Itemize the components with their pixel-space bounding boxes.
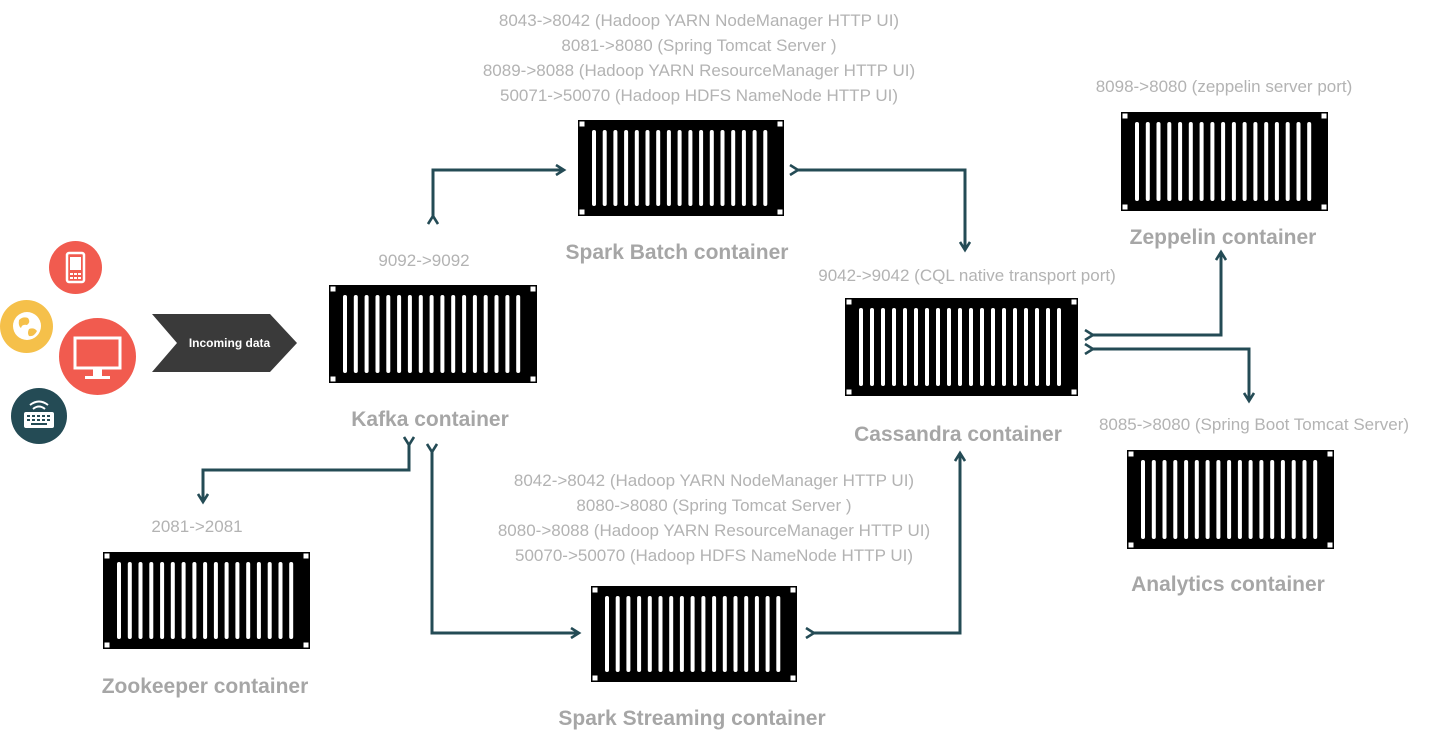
analytics-container-icon [1127, 450, 1334, 549]
port-label: 8042->8042 (Hadoop YARN NodeManager HTTP… [513, 471, 915, 490]
globe-icon [0, 300, 53, 353]
keyboard-icon [11, 388, 67, 444]
kafka-zookeeper-connector [203, 444, 409, 501]
port-label: 50071->50070 (Hadoop HDFS NameNode HTTP … [500, 86, 898, 105]
analytics-title: Analytics container [1131, 573, 1325, 596]
kafka-container-icon [329, 285, 537, 383]
monitor-icon [59, 318, 136, 395]
connectors-layer [203, 170, 1249, 633]
port-label: 50070->50070 (Hadoop HDFS NameNode HTTP … [515, 546, 913, 565]
zeppelin-container-icon [1121, 112, 1328, 211]
cassandra-title: Cassandra container [854, 423, 1062, 446]
cassandra-zeppelin-connector [1092, 253, 1221, 335]
kafka-spark-streaming-connector [432, 451, 578, 633]
incoming-data-arrow: Incoming data [152, 314, 297, 372]
kafka-spark-batch-connector [433, 170, 563, 217]
spark-streaming-cassandra-connector [813, 454, 960, 633]
spark-batch-ports: 8043->8042 (Hadoop YARN NodeManager HTTP… [449, 8, 949, 108]
port-label: 9042->9042 (CQL native transport port) [818, 266, 1116, 285]
cassandra-analytics-connector [1092, 349, 1249, 400]
cassandra-ports: 9042->9042 (CQL native transport port) [782, 263, 1152, 288]
port-label: 8089->8088 (Hadoop YARN ResourceManager … [482, 61, 916, 80]
spark-streaming-title: Spark Streaming container [558, 707, 826, 730]
port-label: 8080->8080 (Spring Tomcat Server ) [576, 496, 852, 515]
port-label: 8081->8080 (Spring Tomcat Server ) [561, 36, 837, 55]
spark-batch-container-icon [578, 120, 784, 216]
mobile-phone-icon [49, 241, 102, 294]
containers-layer [103, 112, 1334, 682]
kafka-ports: 9092->9092 [324, 248, 524, 273]
zookeeper-title: Zookeeper container [101, 675, 309, 698]
port-label: 8080->8088 (Hadoop YARN ResourceManager … [497, 521, 931, 540]
port-label: 8043->8042 (Hadoop YARN NodeManager HTTP… [498, 11, 900, 30]
spark-batch-cassandra-connector [797, 170, 965, 249]
zookeeper-ports: 2081->2081 [97, 514, 297, 539]
port-label: 9092->9092 [378, 251, 470, 270]
port-label: 8098->8080 (zeppelin server port) [1095, 77, 1353, 96]
port-label: 8085->8080 (Spring Boot Tomcat Server) [1098, 415, 1410, 434]
analytics-ports: 8085->8080 (Spring Boot Tomcat Server) [1076, 412, 1432, 437]
port-label: 2081->2081 [151, 517, 243, 536]
incoming-data-label: Incoming data [188, 336, 271, 350]
spark-streaming-container-icon [591, 586, 797, 682]
zeppelin-ports: 8098->8080 (zeppelin server port) [1074, 74, 1374, 99]
spark-streaming-ports: 8042->8042 (Hadoop YARN NodeManager HTTP… [464, 468, 964, 568]
cassandra-container-icon [845, 298, 1078, 396]
spark-batch-title: Spark Batch container [565, 241, 789, 264]
kafka-title: Kafka container [351, 408, 509, 431]
zeppelin-title: Zeppelin container [1129, 226, 1317, 249]
zookeeper-container-icon [103, 552, 310, 649]
